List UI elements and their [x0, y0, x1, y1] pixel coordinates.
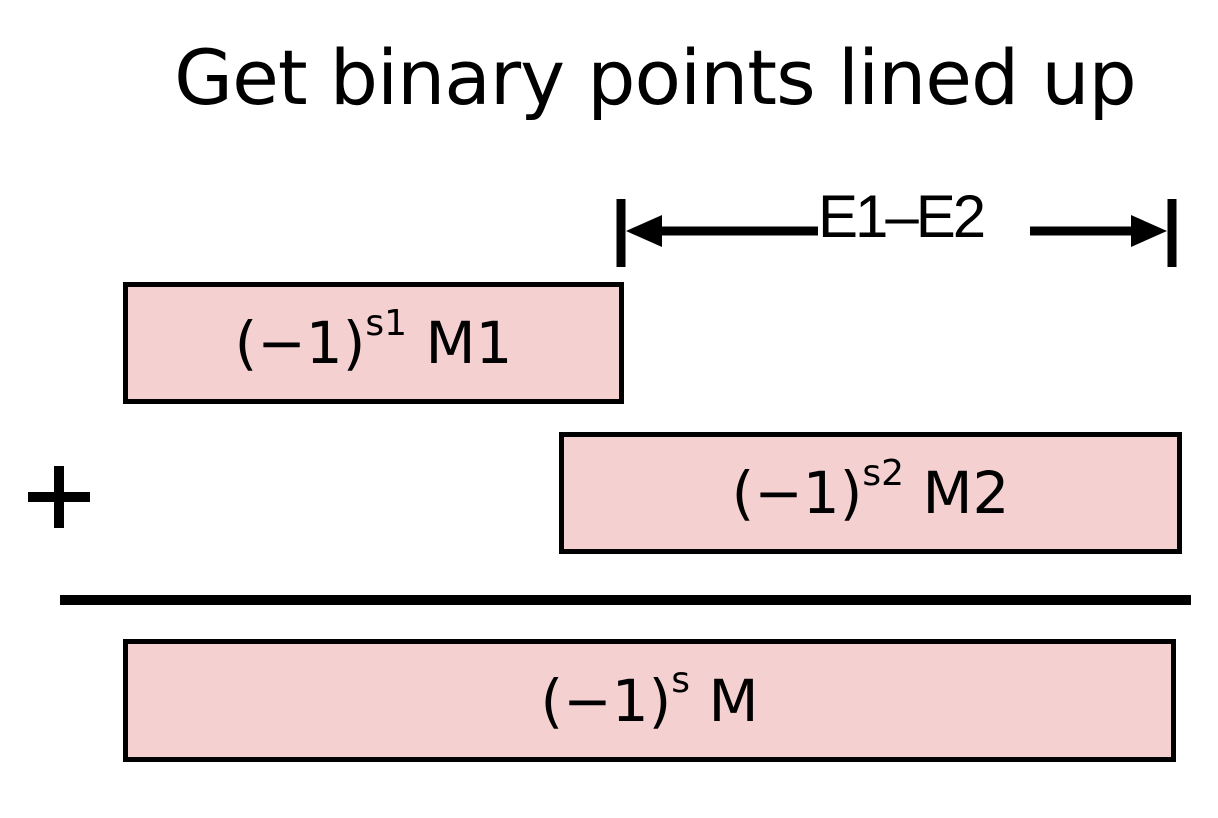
result-mantissa: M [708, 666, 759, 735]
result-base: (−1) [540, 666, 672, 735]
operand-m1-term: (−1)s1 M1 [234, 305, 513, 377]
result-box: (−1)s M [123, 639, 1176, 762]
operand-m2-base: (−1) [731, 459, 863, 527]
dimension-right-arrowhead [1131, 215, 1167, 247]
operand-m2-box: (−1)s2 M2 [559, 432, 1182, 554]
operand-m1-box: (−1)s1 M1 [123, 282, 624, 404]
exponent-difference-label: E1–E2 [818, 183, 986, 250]
exponent-difference-dimension [616, 199, 1177, 267]
operand-m2-exponent: s2 [862, 452, 905, 494]
operand-m1-exponent: s1 [365, 302, 408, 344]
dimension-left-arrowhead [626, 215, 662, 247]
operand-m1-base: (−1) [234, 309, 366, 377]
operand-m2-term: (−1)s2 M2 [731, 455, 1010, 527]
operand-m1-mantissa: M1 [425, 309, 513, 377]
result-term: (−1)s M [540, 663, 759, 735]
plus-vertical-bar [54, 466, 64, 528]
result-exponent: s [671, 660, 691, 702]
operand-m2-mantissa: M2 [922, 459, 1010, 527]
sum-divider-line [60, 595, 1191, 605]
plus-operator-icon [24, 462, 94, 532]
diagram-title: Get binary points lined up [174, 33, 1137, 122]
